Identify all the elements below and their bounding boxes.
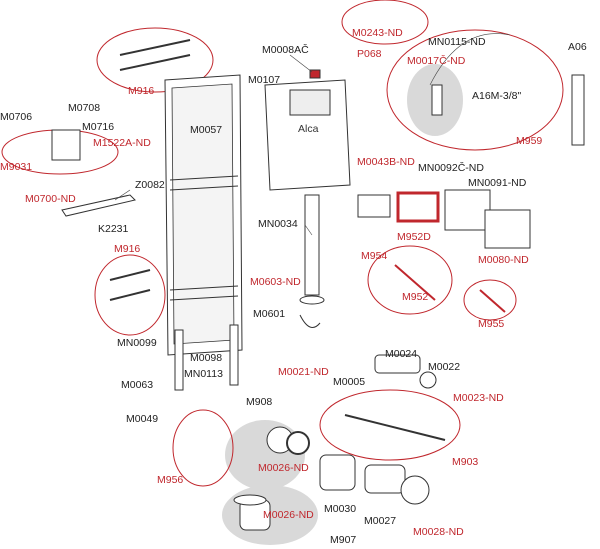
label-m9031: M9031	[0, 161, 32, 173]
group-m959	[386, 29, 564, 151]
label-m0057: M0057	[190, 124, 222, 136]
label-m952d: M952D	[397, 231, 431, 243]
label-m1522a-nd: M1522A-ND	[93, 137, 151, 149]
pipe-m0027	[364, 464, 406, 494]
cistern: Alca	[264, 69, 351, 191]
label-a16m: A16M-3/8"	[472, 90, 522, 102]
label-m956: M956	[157, 474, 183, 486]
label-m0026-nd-bottom: M0026-ND	[263, 509, 314, 521]
label-m0028-nd: M0028-ND	[413, 526, 464, 538]
label-m0049: M0049	[126, 413, 158, 425]
group-m0243	[341, 0, 429, 45]
m0008ac-cap	[309, 69, 321, 79]
label-m903: M903	[452, 456, 478, 468]
label-m0022: M0022	[428, 361, 460, 373]
group-m916-mid	[94, 254, 166, 336]
label-m952: M952	[402, 291, 428, 303]
group-m955	[463, 279, 517, 321]
label-m959: M959	[516, 135, 542, 147]
group-m952	[367, 245, 453, 315]
label-m916-mid: M916	[114, 243, 140, 255]
mounting-frame	[164, 74, 243, 391]
label-m0008ac: M0008AČ	[262, 43, 309, 56]
group-m916-top	[96, 27, 214, 93]
label-z0082: Z0082	[135, 179, 165, 191]
label-m0030: M0030	[324, 503, 356, 515]
drain-pipe	[304, 194, 320, 296]
label-m0005: M0005	[333, 376, 365, 388]
label-mn0099: MN0099	[117, 337, 157, 349]
label-m0708: M0708	[68, 102, 100, 114]
group-m903	[319, 389, 461, 461]
label-m0706: M0706	[0, 111, 32, 123]
label-mn0113: MN0113	[184, 368, 223, 380]
label-mn0092c-nd: MN0092Č-ND	[418, 161, 484, 174]
label-k2231: K2231	[98, 223, 129, 235]
label-p068: P068	[357, 48, 382, 60]
label-m0023-nd: M0023-ND	[453, 392, 504, 404]
label-m0024: M0024	[385, 348, 417, 360]
label-m0603-nd: M0603-ND	[250, 276, 301, 288]
elbow-bg	[225, 420, 305, 490]
bolt-top	[119, 39, 191, 56]
label-m908: M908	[246, 396, 272, 408]
label-m916-top: M916	[128, 85, 154, 97]
label-m0080-nd: M0080-ND	[478, 254, 529, 266]
label-mn0034: MN0034	[258, 218, 298, 230]
svg-text:Alca: Alca	[298, 123, 319, 135]
flush-frame-red	[396, 191, 440, 223]
label-m955: M955	[478, 318, 504, 330]
fill-valve	[431, 84, 443, 116]
label-m0700-nd: M0700-ND	[25, 193, 76, 205]
label-m954: M954	[361, 250, 387, 262]
label-a06: A06	[568, 41, 587, 53]
label-m0107: M0107	[248, 74, 280, 86]
label-m907: M907	[330, 534, 356, 546]
label-m0243-nd: M0243-ND	[352, 27, 403, 39]
pipe-m0022	[374, 354, 421, 374]
label-m0027: M0027	[364, 515, 396, 527]
label-m0098: M0098	[190, 352, 222, 364]
label-m0021-nd: M0021-ND	[278, 366, 329, 378]
label-m0716: M0716	[82, 121, 114, 133]
label-m0026-nd-top: M0026-ND	[258, 462, 309, 474]
pipe-m0030	[319, 454, 356, 491]
label-m0043b-nd: M0043B-ND	[357, 156, 415, 168]
label-m0063: M0063	[121, 379, 153, 391]
label-m0601: M0601	[253, 308, 285, 320]
a06-valve	[571, 74, 585, 146]
group-m956	[172, 409, 234, 487]
label-mn0091-nd: MN0091-ND	[468, 177, 527, 189]
label-mn0115-nd: MN0115-ND	[428, 36, 486, 48]
label-m0017c-nd: M0017Č-ND	[407, 54, 466, 67]
